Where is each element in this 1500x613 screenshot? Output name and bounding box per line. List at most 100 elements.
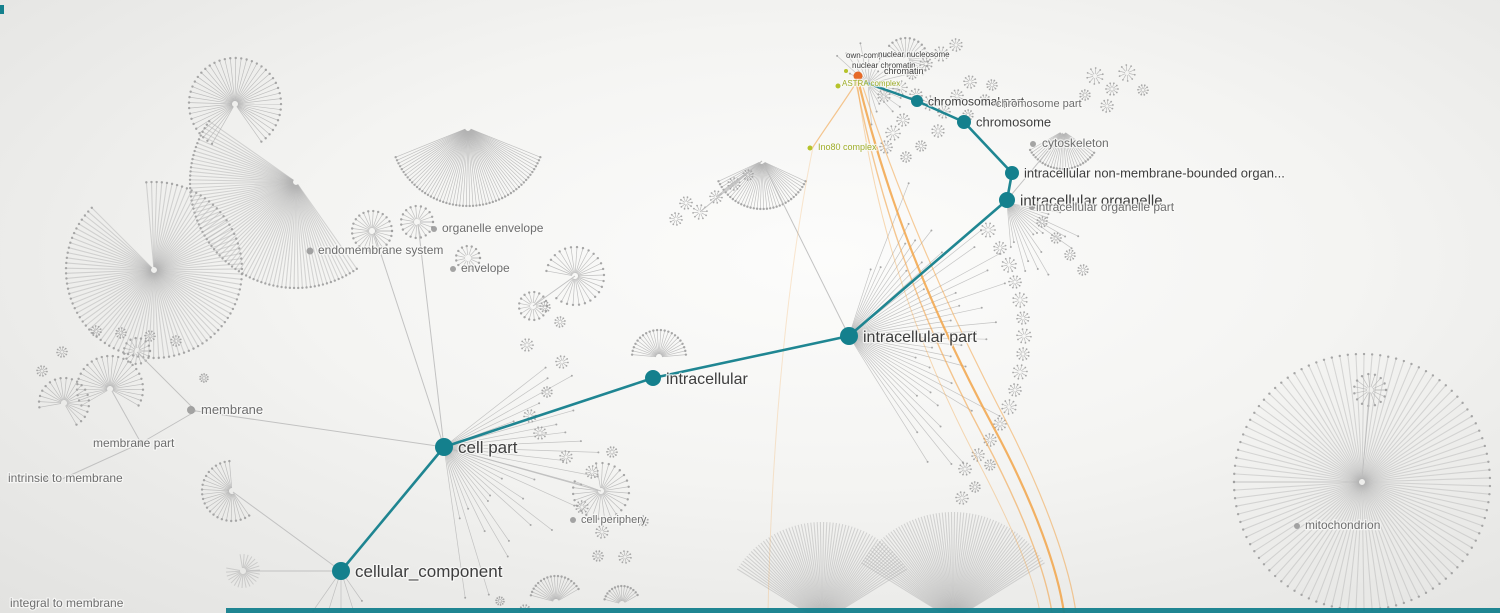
star-node [595, 525, 609, 539]
star-node [618, 550, 632, 564]
term-node[interactable] [450, 266, 456, 272]
gray-edge [1361, 391, 1371, 479]
term-label[interactable]: intrinsic to membrane [7, 470, 125, 487]
fan-cluster-layer [37, 36, 1492, 613]
term-node[interactable] [431, 226, 437, 232]
star-node [533, 426, 547, 440]
star-node [971, 448, 985, 462]
orange-edge [812, 79, 859, 148]
term-node[interactable] [1030, 141, 1036, 147]
term-node[interactable] [1294, 523, 1300, 529]
node-label-intracellular[interactable]: intracellular [665, 370, 750, 390]
star-node [969, 481, 981, 493]
node-label-intracellular-part[interactable]: intracellular part [862, 328, 979, 348]
path-edge-layer [339, 80, 1014, 572]
term-label-small[interactable]: chromatin [883, 65, 925, 78]
orange-edge [856, 78, 1066, 613]
star-node [1105, 82, 1119, 96]
term-label[interactable]: chromosome part [995, 97, 1083, 112]
fan-cluster [1232, 352, 1492, 612]
term-label[interactable]: organelle envelope [441, 220, 545, 237]
term-label[interactable]: intracellular organelle part [1035, 199, 1176, 216]
highlighted-orange-node[interactable] [853, 71, 863, 81]
star-node [669, 212, 683, 226]
term-node[interactable] [306, 247, 314, 255]
term-label[interactable]: envelope [460, 260, 512, 277]
path-edge [443, 376, 654, 449]
node-intracellular-part[interactable] [840, 327, 858, 345]
orange-edge [855, 81, 1053, 613]
corner-teal-mark [0, 5, 4, 14]
fan-cluster [1028, 132, 1096, 171]
node-intracellular[interactable] [645, 370, 661, 386]
node-label-cell-part[interactable]: cell part [457, 437, 519, 459]
fan-cluster [226, 554, 261, 589]
term-label-small[interactable]: nuclear nucleosome [877, 49, 952, 61]
node-label-chromosomal-part[interactable]: chromosomal part [927, 93, 1026, 110]
star-node [1001, 399, 1017, 415]
term-node[interactable] [570, 517, 576, 523]
star-node [963, 75, 977, 89]
node-chromosome[interactable] [957, 115, 971, 129]
path-edge [339, 446, 446, 572]
star-node [980, 222, 996, 238]
term-node[interactable] [993, 101, 999, 107]
star-node [900, 151, 912, 163]
star-node [1100, 99, 1114, 113]
node-cell-part[interactable] [435, 438, 453, 456]
node-label-cellular-component[interactable]: cellular_component [354, 561, 504, 583]
star-node [1012, 364, 1028, 380]
term-label-small[interactable]: own-complex [845, 50, 895, 62]
term-node[interactable] [43, 476, 49, 482]
node-cellular-component[interactable] [332, 562, 350, 580]
highlighted-green-node[interactable] [807, 145, 813, 151]
star-node [1077, 264, 1089, 276]
term-label[interactable]: membrane part [92, 435, 177, 452]
orange-edge [859, 77, 1077, 613]
gray-edge-layer [61, 132, 1371, 572]
star-node [1036, 216, 1048, 228]
star-node [539, 301, 551, 313]
star-node [495, 596, 505, 606]
star-node [90, 325, 102, 337]
node-label-intracellular-non-membrane-bounded-organelle[interactable]: intracellular non-membrane-bounded organ… [1023, 164, 1286, 182]
term-label-small[interactable]: ASTRA complex [841, 78, 902, 90]
star-node [555, 355, 569, 369]
node-intracellular-organelle[interactable] [999, 192, 1015, 208]
node-chromosomal-part[interactable] [911, 95, 923, 107]
orange-edge-layer [767, 77, 1077, 613]
term-label[interactable]: cell periphery [580, 513, 648, 528]
term-label-small[interactable]: nuclear chromatin [851, 60, 917, 72]
star-node [692, 204, 708, 220]
fan-cluster [394, 128, 542, 208]
path-edge [916, 99, 965, 124]
star-node [915, 140, 927, 152]
term-label[interactable]: cytoskeleton [1041, 135, 1110, 152]
fan-cluster [187, 56, 283, 146]
term-label[interactable]: integral to membrane [9, 595, 125, 612]
term-label[interactable]: endomembrane system [317, 242, 445, 259]
fan-cluster [630, 328, 688, 358]
star-node [170, 335, 182, 347]
fan-cluster [717, 161, 807, 211]
term-label[interactable]: membrane [200, 401, 265, 419]
fan-cluster [400, 204, 435, 240]
star-node [679, 196, 693, 210]
path-node-layer [332, 95, 1019, 580]
term-node[interactable] [1029, 204, 1035, 210]
gray-edge [61, 442, 142, 480]
term-node[interactable] [137, 439, 145, 447]
node-label-intracellular-organelle[interactable]: intracellular organelle [1019, 191, 1164, 211]
star-node [520, 338, 534, 352]
term-node[interactable] [187, 406, 195, 414]
star-node [986, 79, 998, 91]
highlighted-green-node[interactable] [844, 69, 848, 73]
node-intracellular-non-membrane-bounded-organelle[interactable] [1005, 166, 1019, 180]
node-label-chromosome[interactable]: chromosome [975, 113, 1053, 130]
fan-cluster [529, 574, 580, 602]
term-label[interactable]: mitochondrion [1304, 517, 1382, 534]
star-node [1016, 328, 1032, 344]
term-label-small[interactable]: Ino80 complex [817, 141, 879, 154]
highlighted-green-node[interactable] [835, 83, 841, 89]
